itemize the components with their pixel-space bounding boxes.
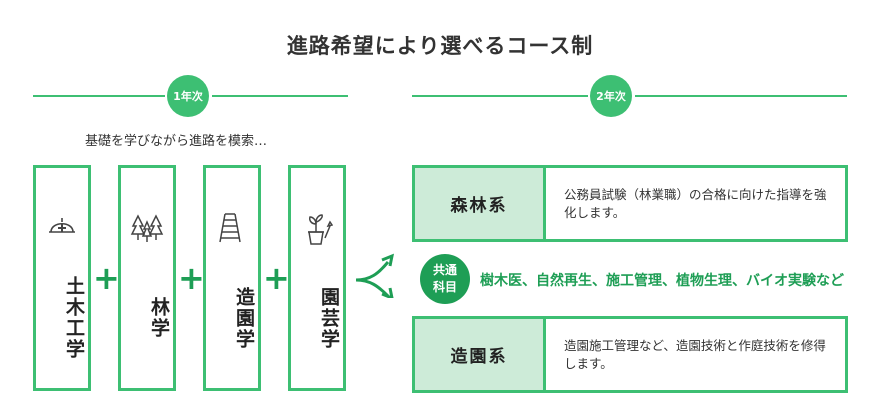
year1-badge: 1年次 xyxy=(167,75,209,117)
plus-sign: + xyxy=(178,259,205,297)
subject-card-forestry: 林学 xyxy=(118,165,176,391)
subject-card-horticulture: 園芸学 xyxy=(288,165,346,391)
course-name: 森林系 xyxy=(415,168,546,239)
year2-rule-left xyxy=(412,95,588,97)
subject-card-civil-engineering: 土木工学 xyxy=(33,165,91,391)
hard-hat-icon xyxy=(36,212,88,238)
page-title: 進路希望により選べるコース制 xyxy=(286,34,594,58)
course-name: 造園系 xyxy=(415,319,546,390)
common-subjects-text: 樹木医、自然再生、施工管理、植物生理、バイオ実験など xyxy=(480,273,844,289)
branch-arrow-icon xyxy=(355,253,395,298)
plus-sign: + xyxy=(93,259,120,297)
year2-badge: 2年次 xyxy=(590,75,632,117)
subject-label: 園芸学 xyxy=(318,286,340,350)
course-card-forestry: 森林系 公務員試験（林業職）の合格に向けた指導を強化します。 xyxy=(412,165,848,242)
year1-subtitle: 基礎を学びながら進路を模索… xyxy=(85,134,268,149)
plus-sign: + xyxy=(263,259,290,297)
trees-icon xyxy=(121,212,173,244)
course-description: 造園施工管理など、造園技術と作庭技術を修得します。 xyxy=(564,337,826,371)
subject-label: 土木工学 xyxy=(63,276,85,360)
subject-card-landscape-architecture: 造園学 xyxy=(203,165,261,391)
subject-label: 林学 xyxy=(148,297,170,339)
year1-rule-right xyxy=(212,95,348,97)
course-card-landscape: 造園系 造園施工管理など、造園技術と作庭技術を修得します。 xyxy=(412,316,848,393)
subject-label: 造園学 xyxy=(233,286,255,350)
common-badge-line2: 科目 xyxy=(432,280,457,294)
course-description: 公務員試験（林業職）の合格に向けた指導を強化します。 xyxy=(564,186,827,220)
ladder-icon xyxy=(206,212,258,244)
common-badge-line1: 共通 xyxy=(432,263,457,277)
year2-rule-right xyxy=(635,95,847,97)
common-subjects-badge: 共通 科目 xyxy=(420,254,470,304)
year1-rule-left xyxy=(33,95,165,97)
potted-plant-icon xyxy=(291,212,343,246)
